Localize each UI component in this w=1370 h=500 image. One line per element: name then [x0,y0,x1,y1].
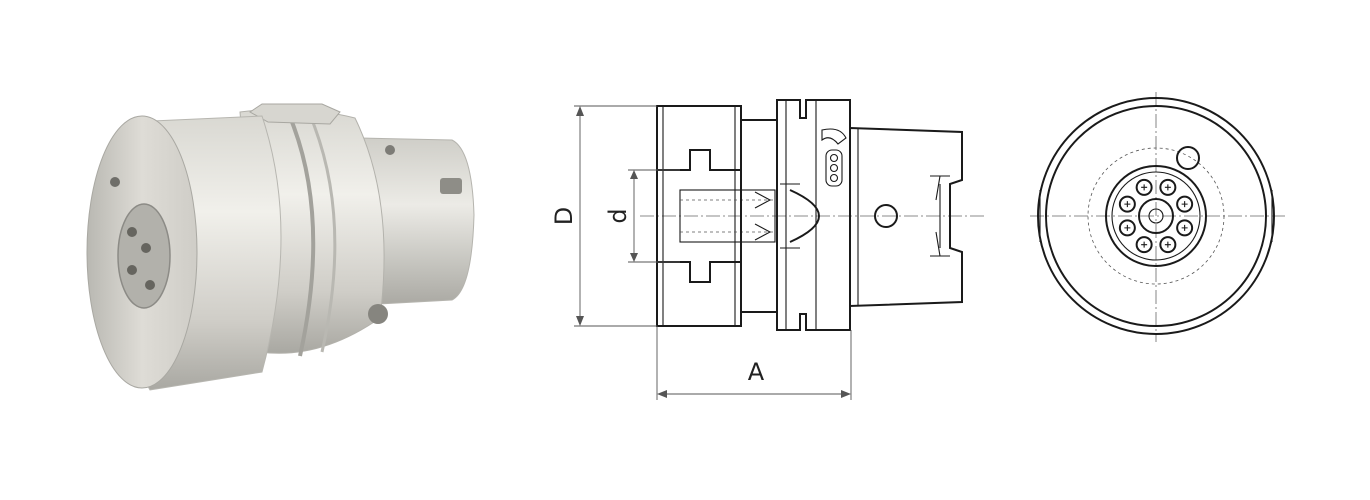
front-center-bore [1138,198,1174,234]
front-screw-hole [1135,178,1153,196]
front-screw-ring [1118,178,1194,254]
front-screw-mark [1164,241,1171,248]
front-screw-hole [1159,178,1177,196]
render-flange-groove-2 [310,119,337,353]
render-face-hole [110,177,120,187]
render-bore-screw [141,243,151,253]
render-flange-notch [249,103,341,125]
front-screw-hole [1118,195,1136,213]
front-screw-hole [1159,236,1177,254]
render-bore-screw [145,280,155,290]
side-shank-hole [874,204,898,228]
front-screw-mark [1164,184,1171,191]
front-screw-mark [1124,201,1131,208]
render-flange-groove-1 [290,121,316,357]
render-flange-hole [368,304,388,324]
front-screw-mark [1181,224,1188,231]
front-screw-hole [1176,195,1194,213]
render-bore-screw [127,265,137,275]
tool-holder-render [86,103,475,391]
front-screw-hole [1118,219,1136,237]
front-coolant-hole [1176,146,1200,170]
side-flange-slot [825,149,843,187]
front-face-circle [1105,165,1207,267]
dim-A-label: A [748,358,765,386]
front-outer-rim [1037,97,1275,335]
side-section-view: D d A [550,99,985,400]
front-inner-rim [1045,105,1267,327]
front-screw-mark [1124,224,1131,231]
side-flange [776,99,851,331]
render-bore-screw [127,227,137,237]
side-bore [657,149,741,171]
side-shank [849,126,963,308]
render-shank-hole [385,145,395,155]
front-screw-mark [1141,241,1148,248]
side-screw-head [789,189,820,243]
front-screw-hole [1176,219,1194,237]
front-view [1030,92,1285,342]
front-screw-mark [1181,201,1188,208]
front-screw-mark [1141,184,1148,191]
dim-d-label: d [604,208,632,223]
front-pitch-circle [1087,147,1225,285]
render-shank-slot [440,178,462,194]
dim-D-label: D [550,207,578,225]
front-screw-hole [1135,236,1153,254]
render-bore [117,203,171,309]
